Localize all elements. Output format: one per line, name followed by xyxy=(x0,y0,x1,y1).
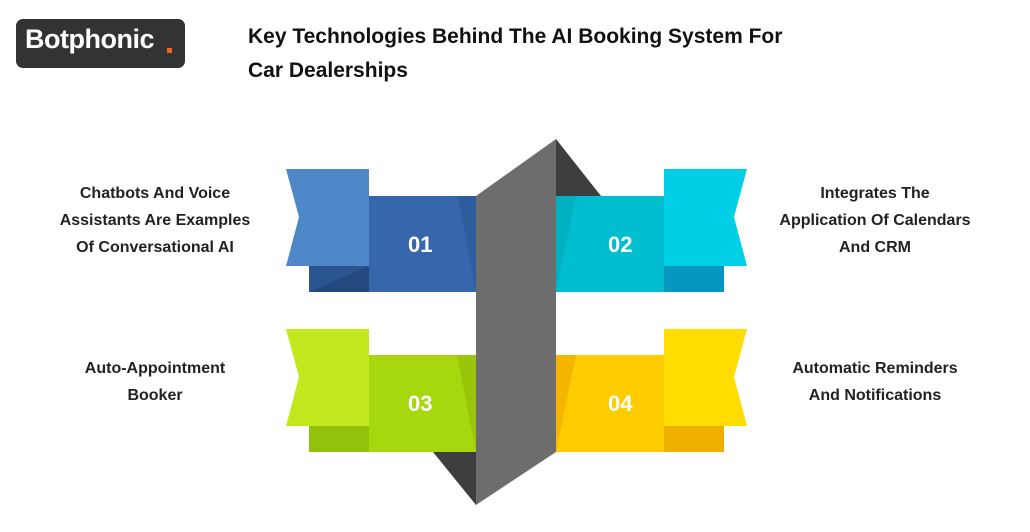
center-pillar xyxy=(433,139,601,505)
label-line: Automatic Reminders xyxy=(792,360,958,377)
step-number-02: 02 xyxy=(608,232,633,257)
label-line: Chatbots And Voice xyxy=(79,185,231,202)
title-line-1: Key Technologies Behind The AI Booking S… xyxy=(248,25,783,48)
title-line-2: Car Dealerships xyxy=(248,59,408,82)
label-line: Assistants Are Examples xyxy=(59,212,251,229)
label-line: And Notifications xyxy=(808,387,942,404)
item-label-02: Integrates The Application Of Calendars … xyxy=(745,180,1005,261)
label-line: Auto-Appointment xyxy=(84,360,226,377)
step-number-04: 04 xyxy=(608,391,633,416)
label-line: Integrates The xyxy=(820,185,930,202)
item-label-04: Automatic Reminders And Notifications xyxy=(745,355,1005,409)
ribbon-03 xyxy=(286,329,476,452)
step-number-03: 03 xyxy=(408,391,433,416)
step-number-01: 01 xyxy=(408,232,433,257)
ribbon-02 xyxy=(556,169,747,292)
page-title: Key Technologies Behind The AI Booking S… xyxy=(248,20,928,88)
ribbon-01 xyxy=(286,169,476,292)
item-label-01: Chatbots And Voice Assistants Are Exampl… xyxy=(25,180,285,261)
item-label-03: Auto-Appointment Booker xyxy=(25,355,285,409)
ribbon-04 xyxy=(556,329,747,452)
label-line: Of Conversational AI xyxy=(76,239,234,256)
label-line: And CRM xyxy=(839,239,911,256)
logo-text: Botphonic xyxy=(25,24,154,54)
logo-accent-dot xyxy=(167,48,172,53)
label-line: Application Of Calendars xyxy=(779,212,971,229)
label-line: Booker xyxy=(127,387,183,404)
botphonic-logo: Botphonic xyxy=(16,19,185,68)
